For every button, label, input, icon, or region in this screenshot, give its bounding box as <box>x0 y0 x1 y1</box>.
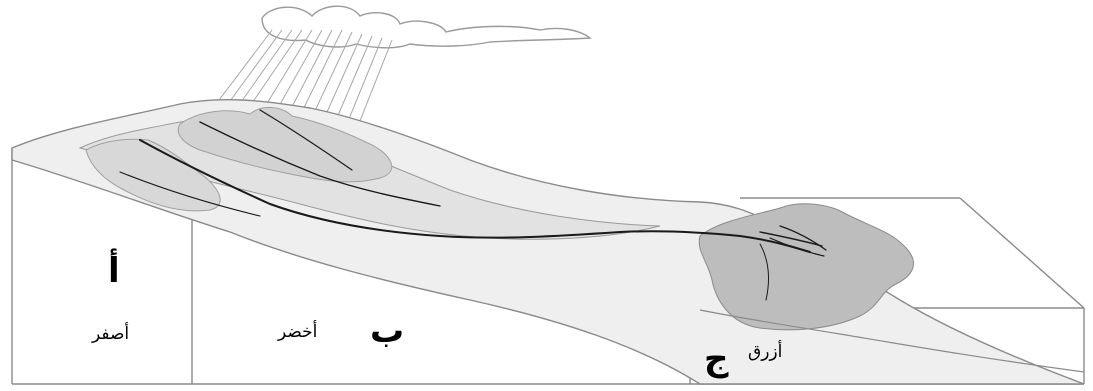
zone-c-color-label: أزرق <box>748 344 782 361</box>
zone-a-letter: أ <box>108 254 120 288</box>
zone-c-letter: ج <box>704 342 729 376</box>
zone-b-color-label: أخضر <box>278 324 317 341</box>
cloud <box>262 6 590 48</box>
zone-b-letter: ب <box>370 314 404 348</box>
zone-a-color-label: أصفر <box>92 326 129 343</box>
